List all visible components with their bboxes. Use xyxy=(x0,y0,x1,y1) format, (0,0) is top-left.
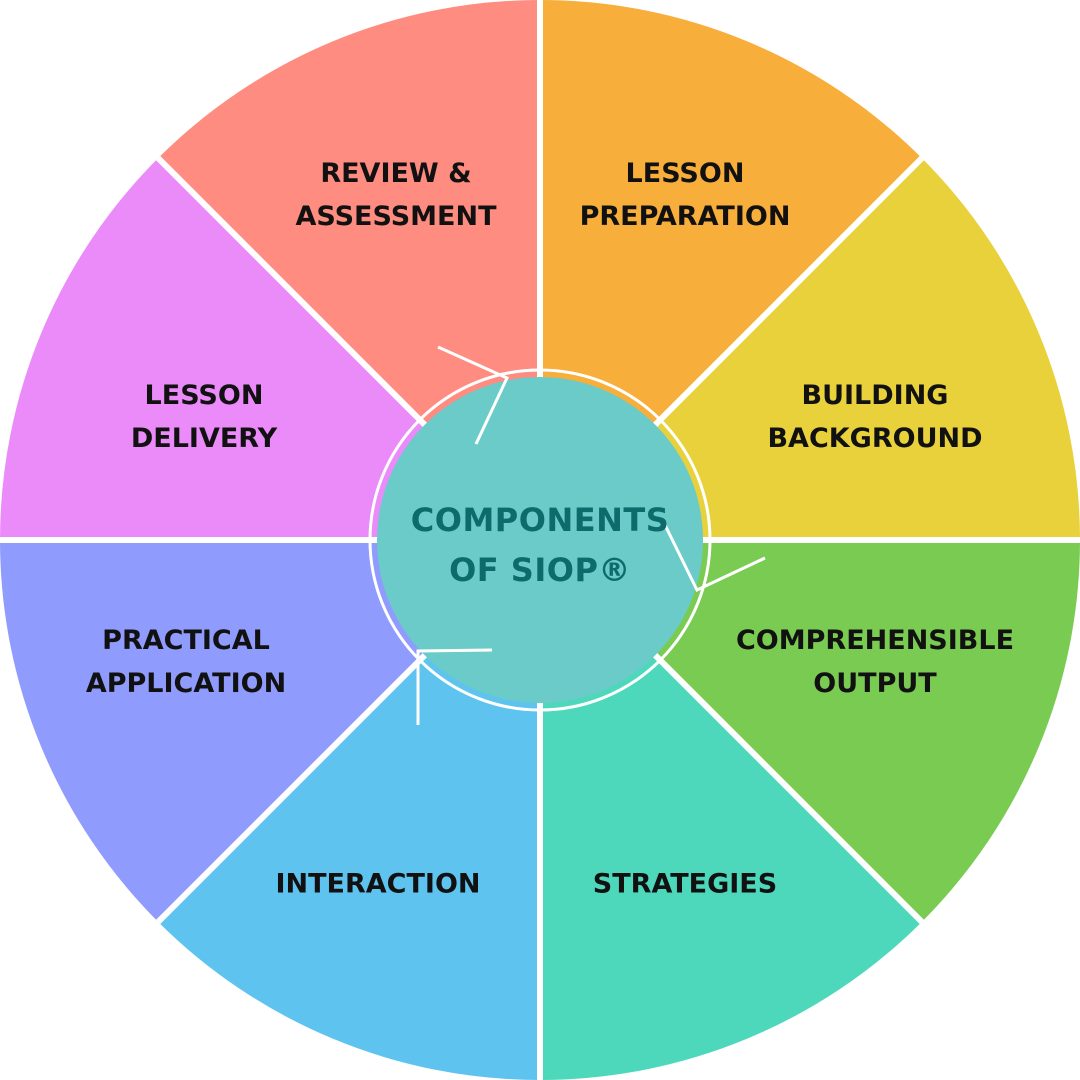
segment-wedge xyxy=(158,540,540,1080)
segment-label-interaction: INTERACTION xyxy=(275,868,481,900)
cycle-arrow-icon xyxy=(663,524,766,592)
cycle-arrow-icon xyxy=(416,648,493,725)
cycle-ring xyxy=(368,368,712,712)
segment-label-review-assessment: REVIEW &ASSESSMENT xyxy=(295,158,497,232)
segment-wedge xyxy=(540,540,922,1080)
segment-wedge xyxy=(0,540,540,922)
cycle-arrow-icon xyxy=(437,345,510,445)
segment-wedge xyxy=(158,0,540,540)
center-circle xyxy=(377,377,703,703)
segment-label-strategies: STRATEGIES xyxy=(592,868,778,900)
segment-wedge xyxy=(0,158,540,540)
segment-wedge xyxy=(540,158,1080,540)
segment-wedge xyxy=(540,540,1080,922)
segment-wedge xyxy=(540,0,922,540)
